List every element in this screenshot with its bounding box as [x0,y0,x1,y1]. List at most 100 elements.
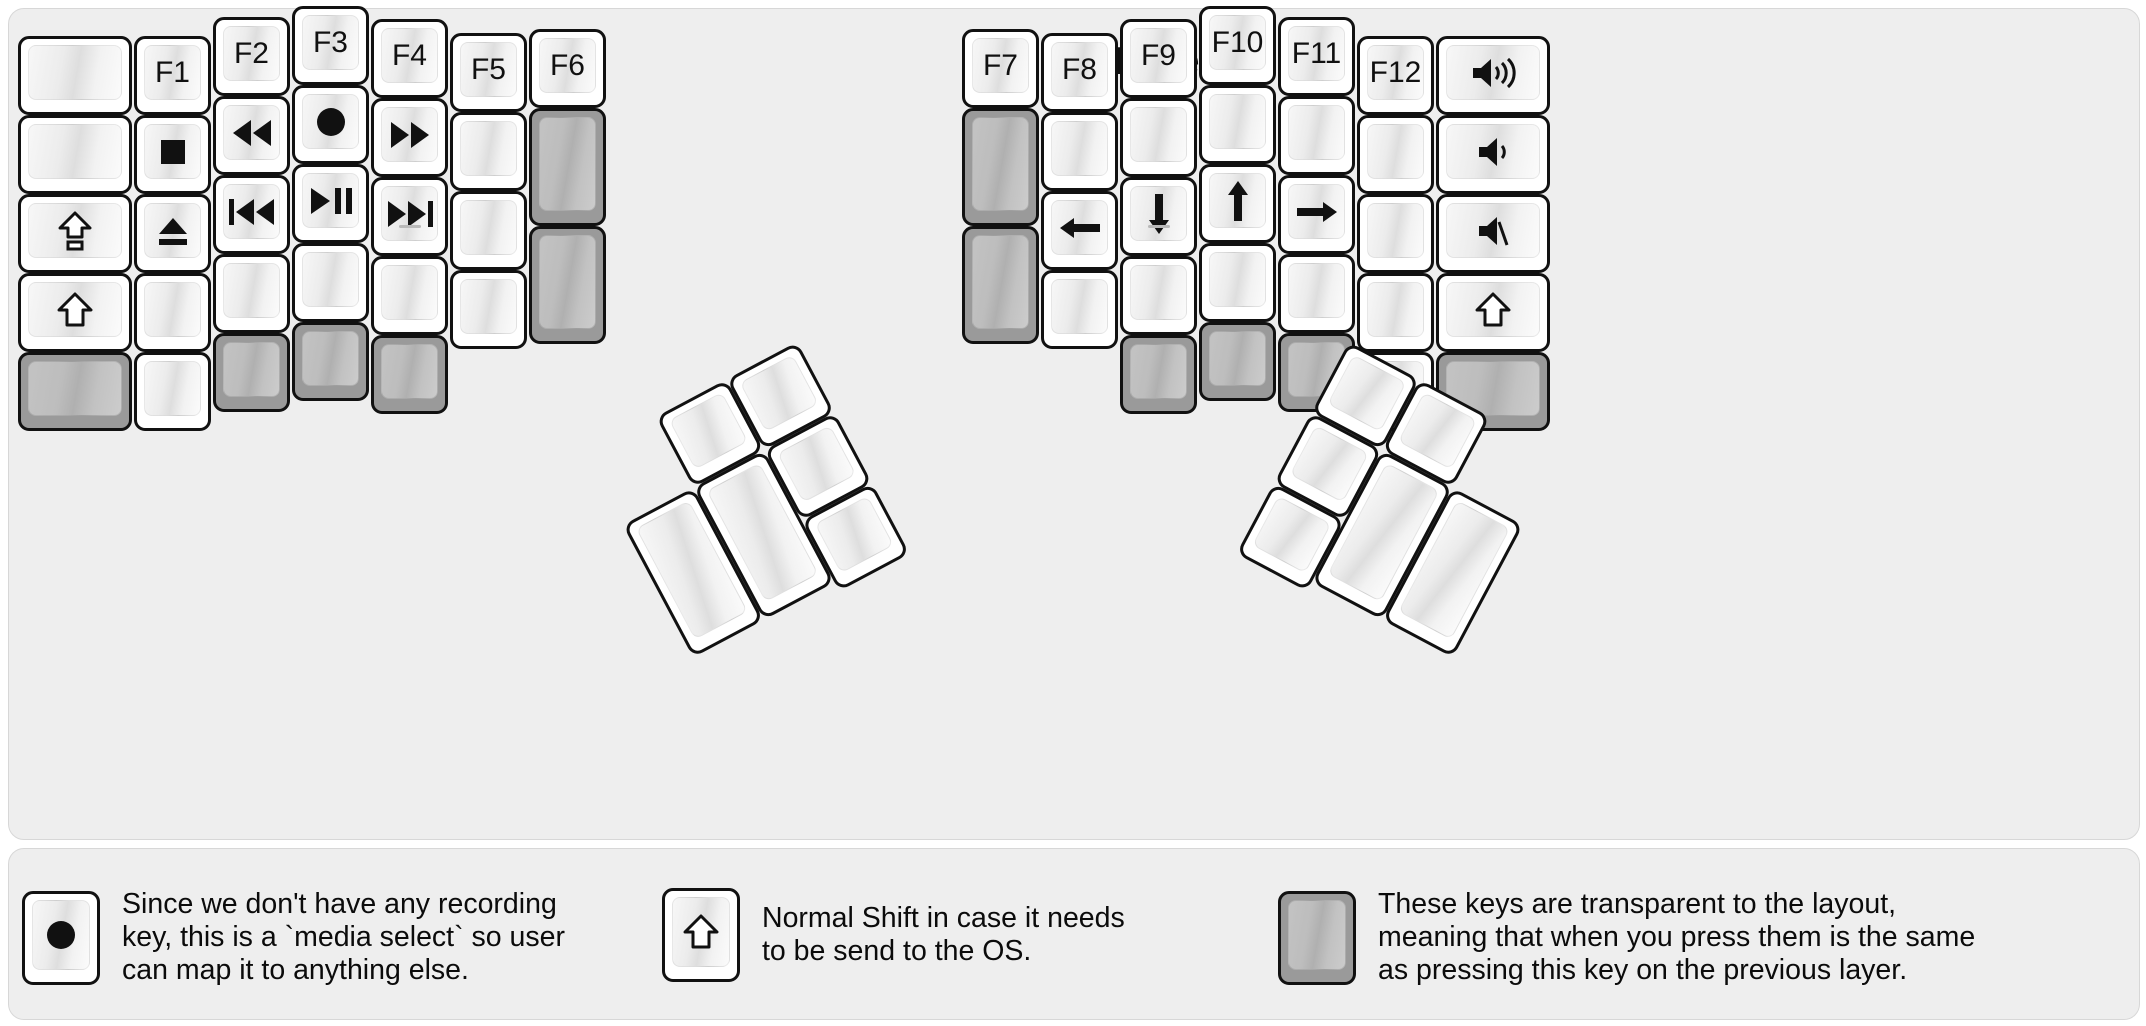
keycap-surface [1327,354,1407,433]
key-right-pinky-outer-1[interactable] [1436,115,1550,194]
keycap-surface [223,105,280,160]
keycap-surface [28,282,122,337]
keycap-surface [1288,105,1345,160]
legend-item-2: These keys are transparent to the layout… [1278,888,1975,987]
keycap-surface [1130,186,1187,241]
key-left-pinky-2[interactable] [134,194,211,273]
key-right-middle-0[interactable]: F10 [1199,6,1276,85]
key-left-pinky-outer-1[interactable] [18,115,132,194]
key-left-index-inner-1[interactable] [450,112,527,191]
key-left-middle-0[interactable]: F3 [292,6,369,85]
key-right-inner-extra-2[interactable] [962,226,1039,344]
key-right-middle-4[interactable] [1199,322,1276,401]
key-right-index-3[interactable] [1120,256,1197,335]
key-right-middle-1[interactable] [1199,85,1276,164]
keycap-surface [539,117,596,211]
key-left-pinky-0[interactable]: F1 [134,36,211,115]
keycap-surface [1209,252,1266,307]
keycap-surface [144,124,201,179]
key-left-ring-4[interactable] [213,333,290,412]
keycap-surface [28,361,122,416]
keycap-surface [381,107,438,162]
key-right-pinky-outer-0[interactable] [1436,36,1550,115]
key-right-index-inner-1[interactable] [1041,112,1118,191]
keycap-surface [1051,279,1108,334]
keycap-surface [1446,124,1540,179]
key-right-pinky-2[interactable] [1357,194,1434,273]
key-right-index-1[interactable] [1120,98,1197,177]
key-left-inner-extra-2[interactable] [529,226,606,344]
key-right-index-inner-3[interactable] [1041,270,1118,349]
key-right-ring-2[interactable] [1278,175,1355,254]
keycap-surface [1289,425,1369,503]
key-left-index-0[interactable]: F4 [371,19,448,98]
keycap-surface [223,263,280,318]
keycap-surface [223,26,280,81]
key-left-index-1[interactable] [371,98,448,177]
keycap-surface [1130,265,1187,320]
key-right-middle-3[interactable] [1199,243,1276,322]
key-right-index-2[interactable] [1120,177,1197,256]
key-right-ring-3[interactable] [1278,254,1355,333]
keycap-surface [1397,392,1478,470]
key-left-pinky-outer-2[interactable] [18,194,132,273]
key-right-middle-2[interactable] [1199,164,1276,243]
keycap-surface [381,186,438,241]
homing-bar [1147,225,1170,228]
keycap-surface [381,265,438,320]
keycap-surface [223,184,280,239]
legend-key-2 [1278,890,1356,985]
key-right-index-4[interactable] [1120,335,1197,414]
key-right-inner-extra-0[interactable]: F7 [962,29,1039,108]
key-left-inner-extra-1[interactable] [529,108,606,226]
legend-text-1: Normal Shift in case it needs to be send… [762,901,1125,967]
key-right-index-0[interactable]: F9 [1120,19,1197,98]
legend-text-0: Since we don't have any recording key, t… [122,888,565,987]
keycap-surface [972,117,1029,211]
key-left-pinky-3[interactable] [134,273,211,352]
key-left-middle-1[interactable] [292,85,369,164]
key-right-index-inner-0[interactable]: F8 [1041,33,1118,112]
keycap-surface [1209,15,1266,70]
key-right-index-inner-2[interactable] [1041,191,1118,270]
key-right-ring-0[interactable]: F11 [1278,17,1355,96]
key-right-pinky-outer-3[interactable] [1436,273,1550,352]
key-left-index-inner-3[interactable] [450,270,527,349]
key-left-pinky-outer-0[interactable] [18,36,132,115]
key-right-ring-1[interactable] [1278,96,1355,175]
key-left-ring-3[interactable] [213,254,290,333]
key-left-pinky-outer-4[interactable] [18,352,132,431]
key-right-pinky-outer-2[interactable] [1436,194,1550,273]
key-right-inner-extra-1[interactable] [962,108,1039,226]
key-left-pinky-outer-3[interactable] [18,273,132,352]
keycap-surface [302,173,359,228]
key-left-pinky-4[interactable] [134,352,211,431]
key-left-middle-3[interactable] [292,243,369,322]
key-left-inner-extra-0[interactable]: F6 [529,29,606,108]
keycap-surface [1367,203,1424,258]
keycap-surface [1209,331,1266,386]
key-left-middle-2[interactable] [292,164,369,243]
key-left-index-2[interactable] [371,177,448,256]
keycap-surface [668,392,749,470]
key-left-ring-0[interactable]: F2 [213,17,290,96]
keycap-surface [1209,173,1266,228]
key-right-pinky-0[interactable]: F12 [1357,36,1434,115]
key-right-pinky-1[interactable] [1357,115,1434,194]
key-right-pinky-3[interactable] [1357,273,1434,352]
key-left-index-inner-2[interactable] [450,191,527,270]
key-left-pinky-1[interactable] [134,115,211,194]
keycap-surface [144,45,201,100]
key-left-index-inner-0[interactable]: F5 [450,33,527,112]
keycap-surface [1051,121,1108,176]
keycap-surface [1446,282,1540,337]
keycap-surface [144,361,201,416]
key-left-index-4[interactable] [371,335,448,414]
keycap-surface [1051,200,1108,255]
key-left-middle-4[interactable] [292,322,369,401]
key-left-index-3[interactable] [371,256,448,335]
key-left-ring-1[interactable] [213,96,290,175]
key-left-ring-2[interactable] [213,175,290,254]
keycap-surface [1288,26,1345,81]
keycap-surface [1367,124,1424,179]
